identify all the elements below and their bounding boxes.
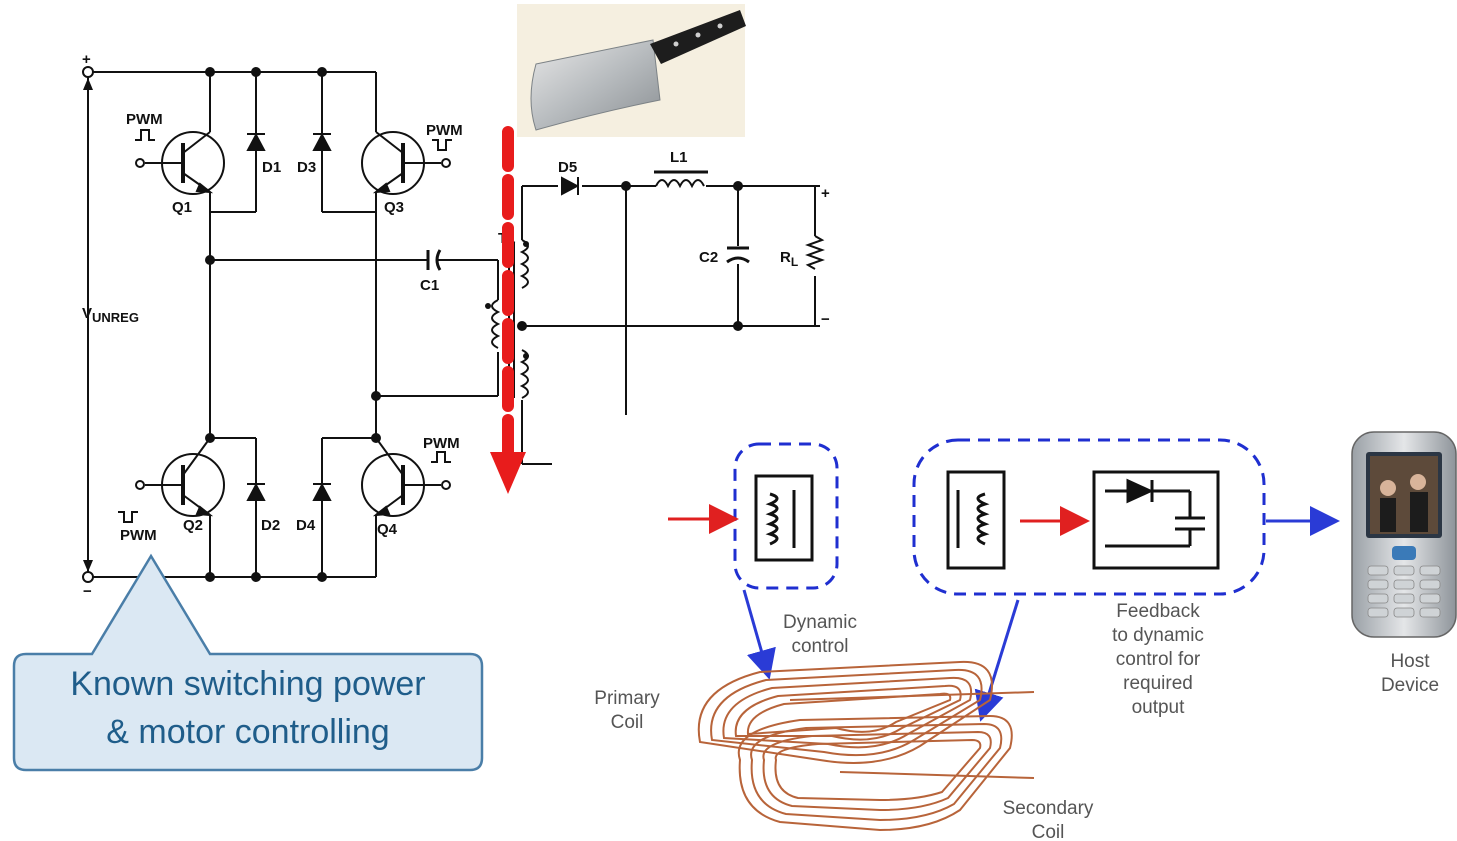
d2-label: D2	[261, 517, 280, 534]
q2-label: Q2	[183, 517, 203, 534]
pwm-q4-label: PWM	[423, 435, 460, 452]
minus-label: −	[83, 583, 92, 600]
callout-line-2: & motor controlling	[106, 713, 390, 751]
supply-terminals	[82, 66, 94, 583]
primary-coil-label-1: Primary	[594, 688, 660, 709]
transistor-q4-icon	[361, 437, 451, 517]
feedback-label-2: to dynamic	[1112, 625, 1204, 646]
transistor-q2-icon	[135, 437, 225, 517]
l1-label: L1	[670, 149, 688, 166]
diode-d3-icon	[312, 132, 332, 151]
callout-text: Known switching power & motor controllin…	[14, 660, 482, 756]
resistor-rl-icon	[805, 235, 825, 270]
feedback-label-4: required	[1123, 673, 1193, 694]
host-device-label-1: Host	[1390, 651, 1430, 672]
cut-arrow-icon	[490, 452, 526, 494]
callout-bubble	[12, 553, 484, 772]
rectifier-block-icon	[1092, 470, 1220, 570]
capacitor-c2-icon	[726, 246, 750, 264]
pwm-q3-label: PWM	[426, 122, 463, 139]
pwm-q2-label: PWM	[120, 527, 157, 544]
h-bridge-circuit	[87, 71, 820, 578]
secondary-coil-label-1: Secondary	[1003, 798, 1094, 819]
capacitor-c1-icon	[426, 249, 442, 271]
c1-label: C1	[420, 277, 439, 294]
vunreg-arrow-icon	[83, 78, 93, 572]
knife-icon	[517, 4, 746, 137]
c2-label: C2	[699, 249, 718, 266]
d3-label: D3	[297, 159, 316, 176]
diode-d5-icon	[561, 176, 580, 196]
pwm-pulse-icons	[118, 129, 452, 523]
cut-line	[490, 126, 526, 494]
dynamic-control-label-2: control	[791, 636, 848, 657]
primary-down-arrow	[742, 589, 776, 680]
secondary-coil-label-2: Coil	[1032, 822, 1065, 841]
plus-label: +	[82, 51, 91, 68]
q1-label: Q1	[172, 199, 192, 216]
vunreg-label: VUNREG	[82, 305, 139, 325]
secondary-down-arrow	[974, 599, 1020, 722]
primary-coil-block-icon	[754, 474, 814, 562]
diode-d4-icon	[312, 482, 332, 501]
transistor-q1-icon	[135, 131, 225, 195]
output-minus-label: −	[821, 311, 830, 328]
secondary-coil-block-icon	[946, 470, 1006, 570]
secondary-dashed-box	[912, 438, 1266, 596]
d1-label: D1	[262, 159, 281, 176]
feedback-label-1: Feedback	[1116, 601, 1200, 622]
feedback-label-3: control for	[1116, 649, 1201, 670]
diode-d2-icon	[246, 482, 266, 501]
diode-d1-icon	[246, 132, 266, 151]
pwm-q1-label: PWM	[126, 111, 163, 128]
wireless-power-diagram: Dynamic control Primary Coil Feedback to…	[594, 431, 1457, 841]
output-plus-label: +	[821, 185, 830, 202]
dynamic-control-label-1: Dynamic	[783, 612, 857, 633]
copper-coils-icon	[697, 660, 1035, 832]
feedback-label-5: output	[1132, 697, 1186, 718]
junction-dots	[205, 67, 743, 582]
circuit-labels: + − VUNREG PWM PWM PWM PWM Q1 Q3 Q2 Q4 D…	[82, 51, 830, 600]
rl-label: RL	[780, 249, 798, 269]
primary-coil-label-2: Coil	[611, 712, 644, 733]
host-device-label-2: Device	[1381, 675, 1439, 696]
transistor-q3-icon	[361, 131, 451, 195]
callout-line-1: Known switching power	[70, 665, 426, 703]
primary-dashed-box	[733, 442, 839, 590]
inductor-l1-icon	[654, 170, 708, 189]
d4-label: D4	[296, 517, 316, 534]
host-device-phone-icon	[1351, 431, 1457, 638]
q4-label: Q4	[377, 521, 398, 538]
d5-label: D5	[558, 159, 577, 176]
q3-label: Q3	[384, 199, 404, 216]
